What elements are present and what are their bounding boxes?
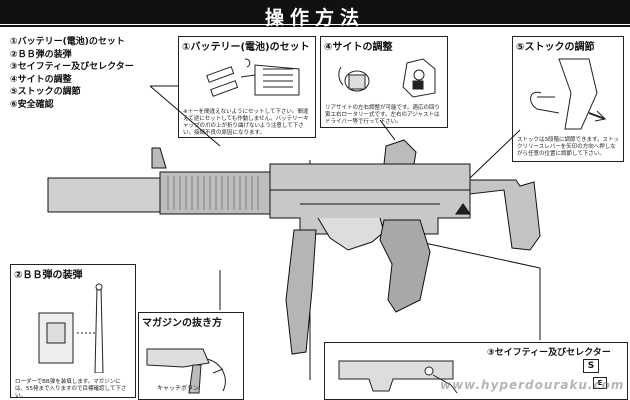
callout-line-sight <box>379 119 396 141</box>
title-bar: 操作方法 <box>0 0 630 29</box>
handguard-ribs <box>167 176 259 210</box>
page-title: 操作方法 <box>264 7 365 29</box>
toc-item-battery: ①バッテリー(電池)のセット <box>10 37 125 47</box>
bb-section-title: ②ＢＢ弾の装弾 <box>14 270 83 281</box>
safety-section-title: ③セイフティー及びセレクター <box>487 348 611 358</box>
rear-sight <box>383 139 417 165</box>
toc-item-bb: ②ＢＢ弾の装弾 <box>10 49 72 60</box>
safety-section: ③セイフティー及びセレクター S E <box>324 342 628 400</box>
toc-item-safety-check: ⑥安全確認 <box>10 99 54 110</box>
trigger-guard <box>317 217 385 251</box>
title-bar-background <box>0 0 630 27</box>
callout-line-stock <box>469 129 521 179</box>
gun-stock <box>469 179 541 251</box>
magazine-section: マガジンの抜き方 キャッチボタン <box>138 312 244 400</box>
sight-note: リアサイトの左右調整が可能です。適応の回り寅エ右ロータリー式です。左右のアジャス… <box>325 105 440 125</box>
stock-illustration <box>530 58 607 130</box>
watermark: www.hyperdouraku.com <box>440 378 625 392</box>
stock-section-title: ⑤ストックの調節 <box>516 42 595 53</box>
magazine-removal-illustration <box>146 348 226 394</box>
bb-section: ②ＢＢ弾の装弾 ローダーでBB弾を装填します。マガジンには、55発まで入りますの… <box>10 264 136 399</box>
battery-note: ※＋ーを間違えないようにセットして下さい。間違えて逆にセットしても作動しません。… <box>183 109 309 136</box>
safety-mark-e: E <box>593 377 607 389</box>
battery-section-title: ①バッテリー(電池)のセット <box>182 42 310 53</box>
stock-note: ストックは3段階に調節できます。ストックリリースレバーを矢印の方向へ押しながら任… <box>517 137 619 157</box>
gun-suppressor <box>47 177 161 213</box>
selector-mark <box>455 203 471 215</box>
catch-button-label: キャッチボタン <box>157 385 200 392</box>
safety-illustration <box>338 360 458 394</box>
gun-handguard <box>159 171 271 215</box>
battery-section: ①バッテリー(電池)のセット ※＋ーを間違えないようにセットして下さい。間違えて… <box>178 36 316 138</box>
gun-grip <box>379 219 431 313</box>
toc-list: ①バッテリー(電池)のセット ②ＢＢ弾の装弾 ③セイフティー及びセレクター ④サ… <box>10 36 134 111</box>
stock-section: ⑤ストックの調節 ストックは3段階に調節できます。ストックリリースレバーを矢印の… <box>512 36 624 162</box>
bb-loader-illustration <box>38 283 104 373</box>
toc-item-sight: ④サイトの調整 <box>10 74 72 85</box>
front-sight <box>151 147 167 169</box>
sight-section-title: ④サイトの調整 <box>324 42 393 53</box>
toc-item-stock: ⑤ストックの調節 <box>10 87 81 97</box>
callout-line-battery <box>149 85 221 147</box>
callout-line-safety <box>419 241 541 269</box>
magazine-section-title: マガジンの抜き方 <box>142 318 222 329</box>
safety-mark-s: S <box>583 359 599 373</box>
gun-magazine <box>285 229 317 355</box>
toc-item-safety: ③セイフティー及びセレクター <box>10 62 134 72</box>
battery-illustration <box>206 58 300 97</box>
sight-illustration <box>338 58 436 98</box>
sight-section: ④サイトの調整 リアサイトの左右調整が可能です。適応の回り寅エ右ロータリー式です… <box>320 36 448 128</box>
bb-note: ローダーでBB弾を装填します。マガジンには、55発まで入りますので目標確認して下… <box>15 379 127 399</box>
